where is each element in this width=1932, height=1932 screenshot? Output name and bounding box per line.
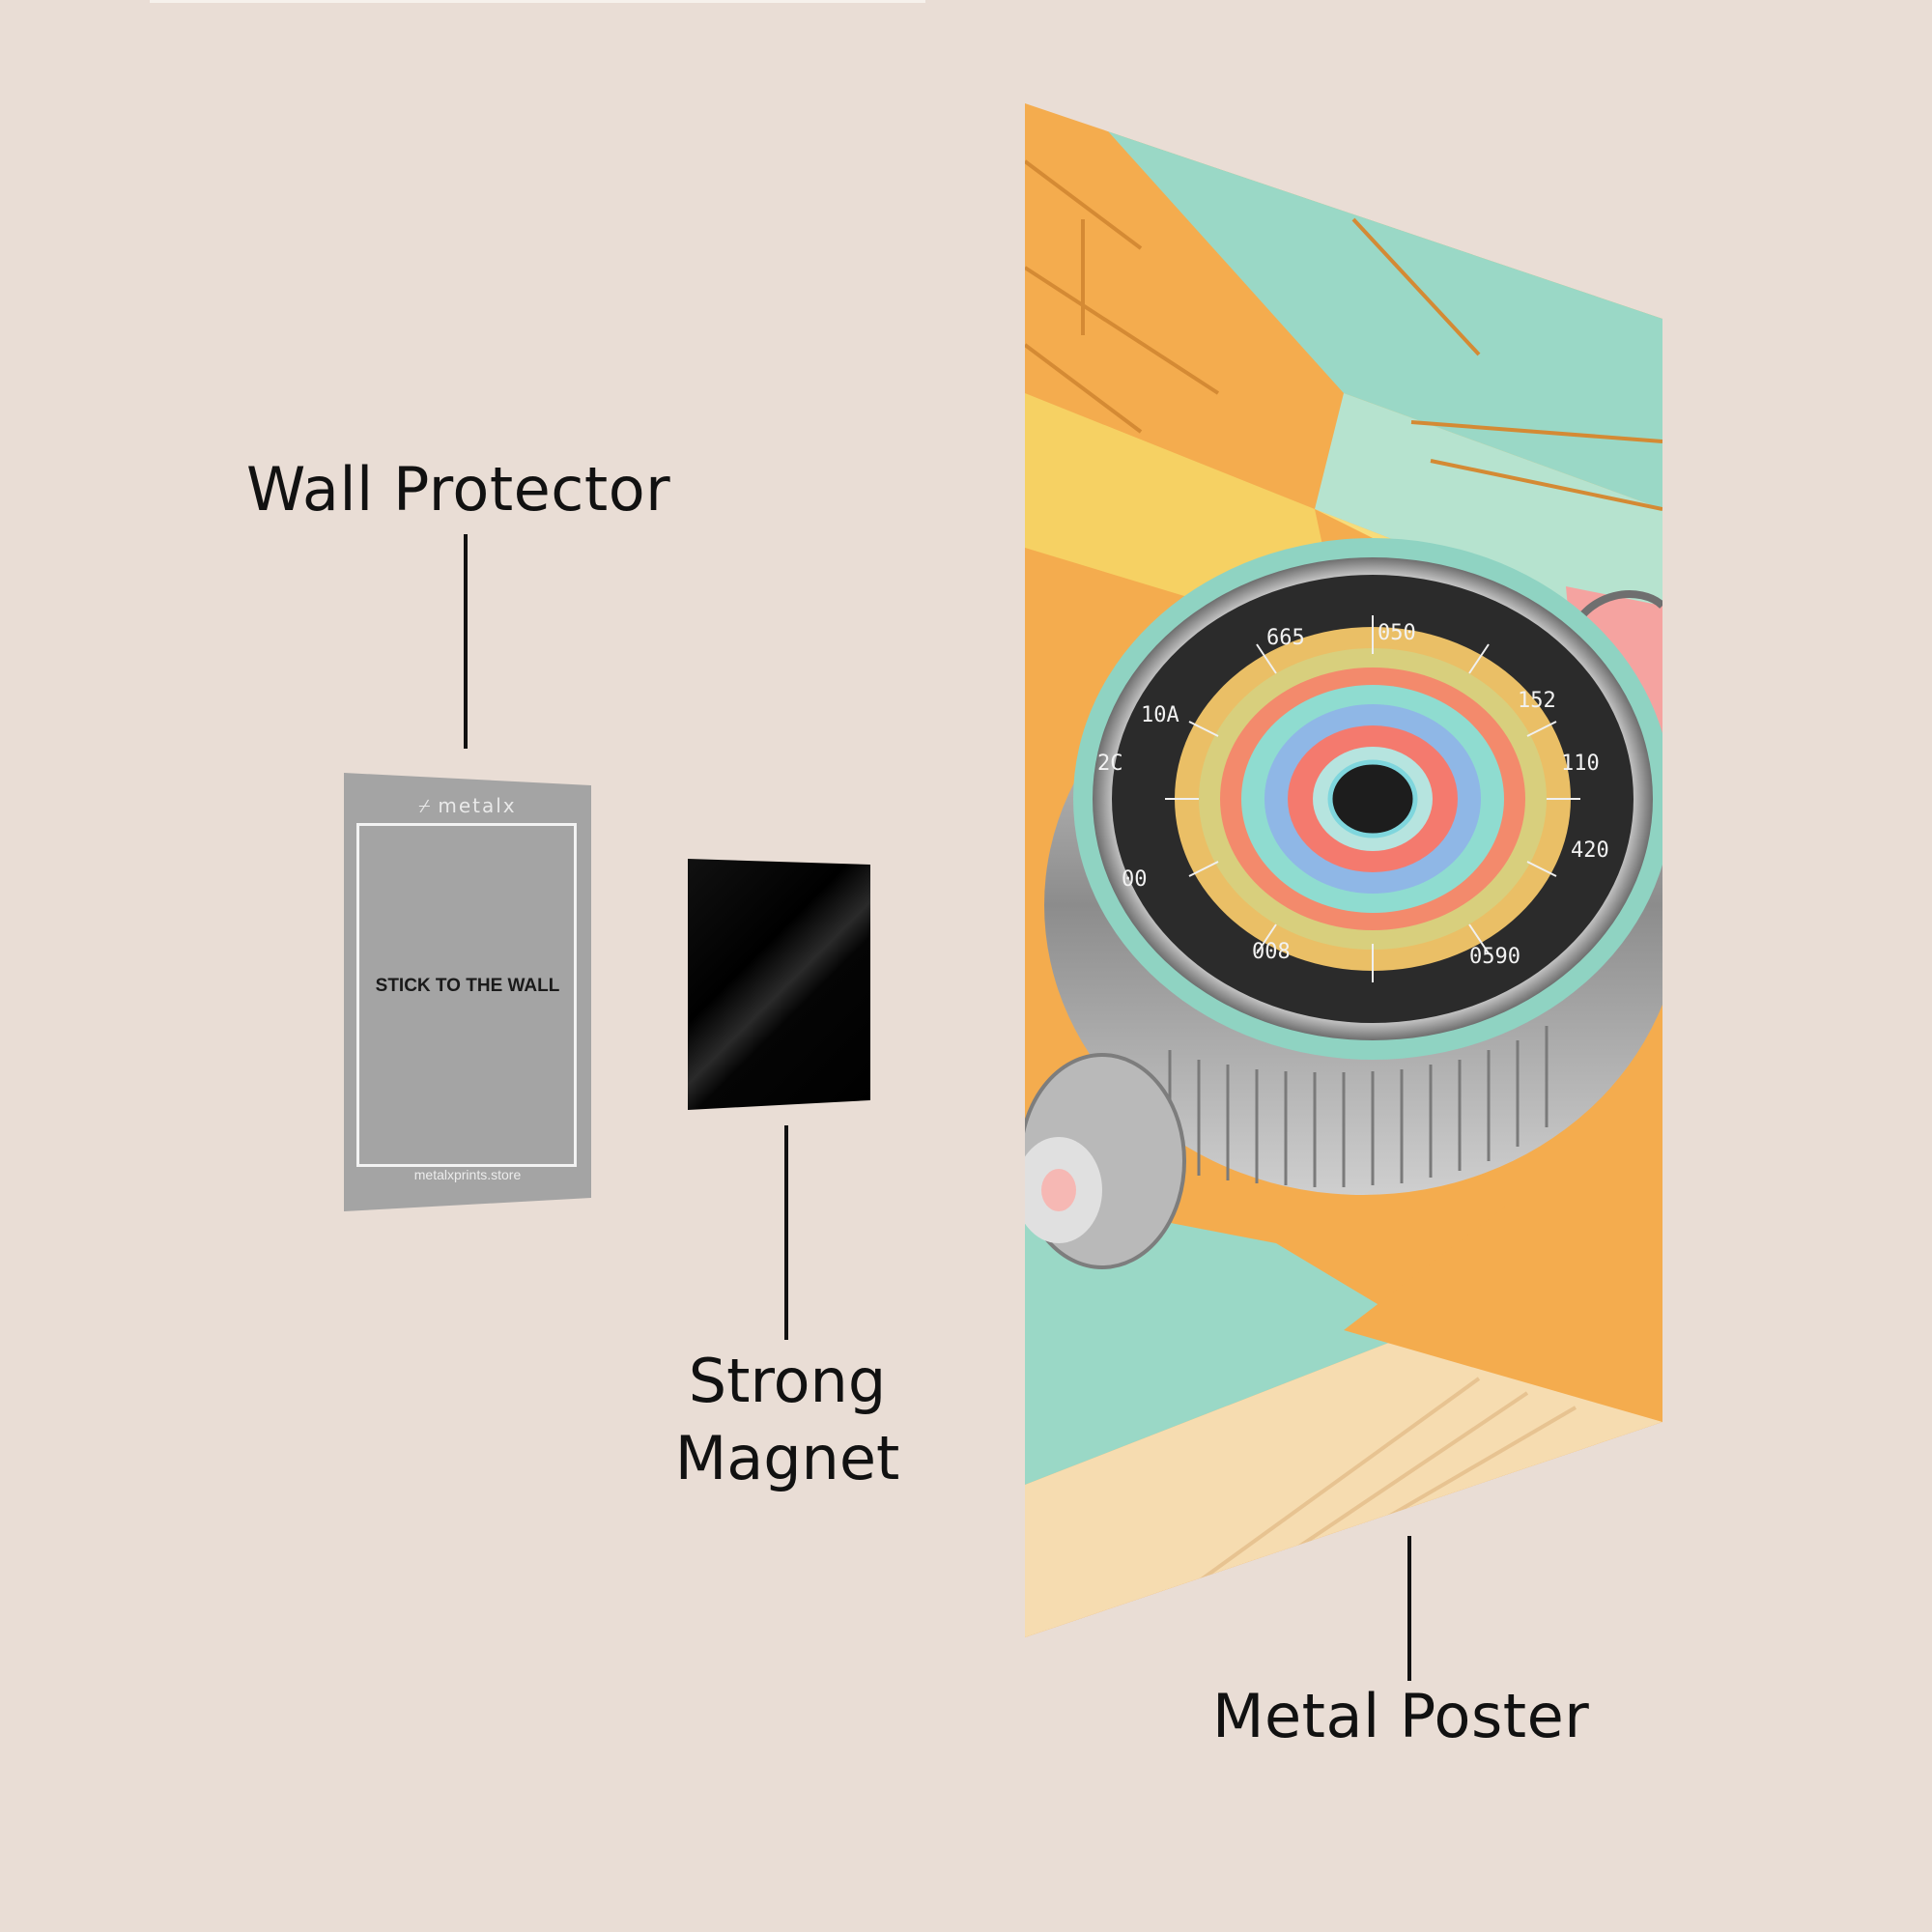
dial-label-00: 00	[1122, 867, 1148, 892]
tile-grooves	[1025, 159, 1662, 511]
dial-ticks	[1165, 615, 1580, 982]
protector-instruction: STICK TO THE WALL	[375, 976, 560, 996]
strong-magnet-label: Strong Magnet	[674, 1346, 900, 1493]
dial-label-665: 665	[1266, 626, 1305, 650]
tile-mint-bottom	[1025, 1195, 1421, 1485]
protector-frame	[356, 823, 577, 1167]
dial-label-152: 152	[1518, 689, 1556, 713]
dial-labels: 665 050 152 110 420 0590 008 00 2C 10A	[1097, 621, 1609, 969]
protector-brand: ⌿metalx	[344, 794, 591, 817]
dial-label-420: 420	[1571, 838, 1609, 863]
metal-poster: 665 050 152 110 420 0590 008 00 2C 10A	[1025, 103, 1662, 1637]
metal-poster-leader-line	[1407, 1536, 1411, 1681]
poster-artwork: 665 050 152 110 420 0590 008 00 2C 10A	[1025, 103, 1662, 1637]
dial-label-050: 050	[1378, 621, 1416, 645]
metal-poster-label: Metal Poster	[1212, 1681, 1590, 1751]
wall-protector-leader-line	[464, 534, 468, 749]
dial-label-008: 008	[1252, 940, 1291, 964]
tile-orange-bottom	[1344, 1205, 1662, 1422]
strong-magnet-leader-line	[784, 1125, 788, 1340]
metalx-logo-icon: ⌿	[418, 794, 433, 817]
dial-center	[1327, 759, 1418, 838]
gauge-knob-center	[1041, 1169, 1076, 1211]
dial-label-110: 110	[1561, 752, 1600, 776]
top-divider	[150, 0, 925, 3]
wall-protector-label: Wall Protector	[246, 454, 671, 525]
dial-label-10a: 10A	[1141, 703, 1179, 727]
protector-url: metalxprints.store	[413, 1167, 522, 1182]
dial-label-0590: 0590	[1469, 945, 1520, 969]
strong-magnet	[688, 859, 870, 1110]
tile-mint-mid	[1315, 393, 1662, 644]
wall-protector-card: ⌿metalx STICK TO THE WALL metalxprints.s…	[344, 773, 591, 1211]
dial-label-2c: 2C	[1097, 752, 1123, 776]
protector-brand-text: metalx	[438, 794, 517, 817]
